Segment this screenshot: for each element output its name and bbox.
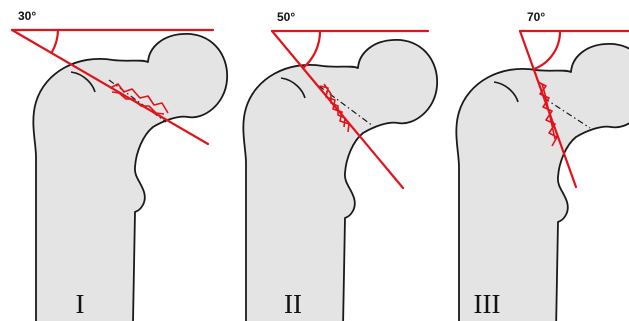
panel-type-2: 50° II	[243, 10, 437, 321]
fracture-arc	[303, 31, 320, 68]
panel-type-3: 70° III	[456, 10, 629, 321]
type-numeral: III	[474, 289, 501, 319]
angle-label: 50°	[277, 10, 295, 24]
type-numeral: I	[76, 289, 85, 319]
panel-type-1: 30° I	[12, 9, 227, 321]
angle-label: 70°	[527, 10, 545, 24]
type-numeral: II	[284, 289, 302, 319]
fracture-arc	[534, 31, 560, 69]
femur-illustration	[243, 40, 437, 321]
fracture-arc	[52, 30, 58, 52]
femur-illustration	[33, 34, 227, 321]
angle-label: 30°	[18, 9, 36, 23]
